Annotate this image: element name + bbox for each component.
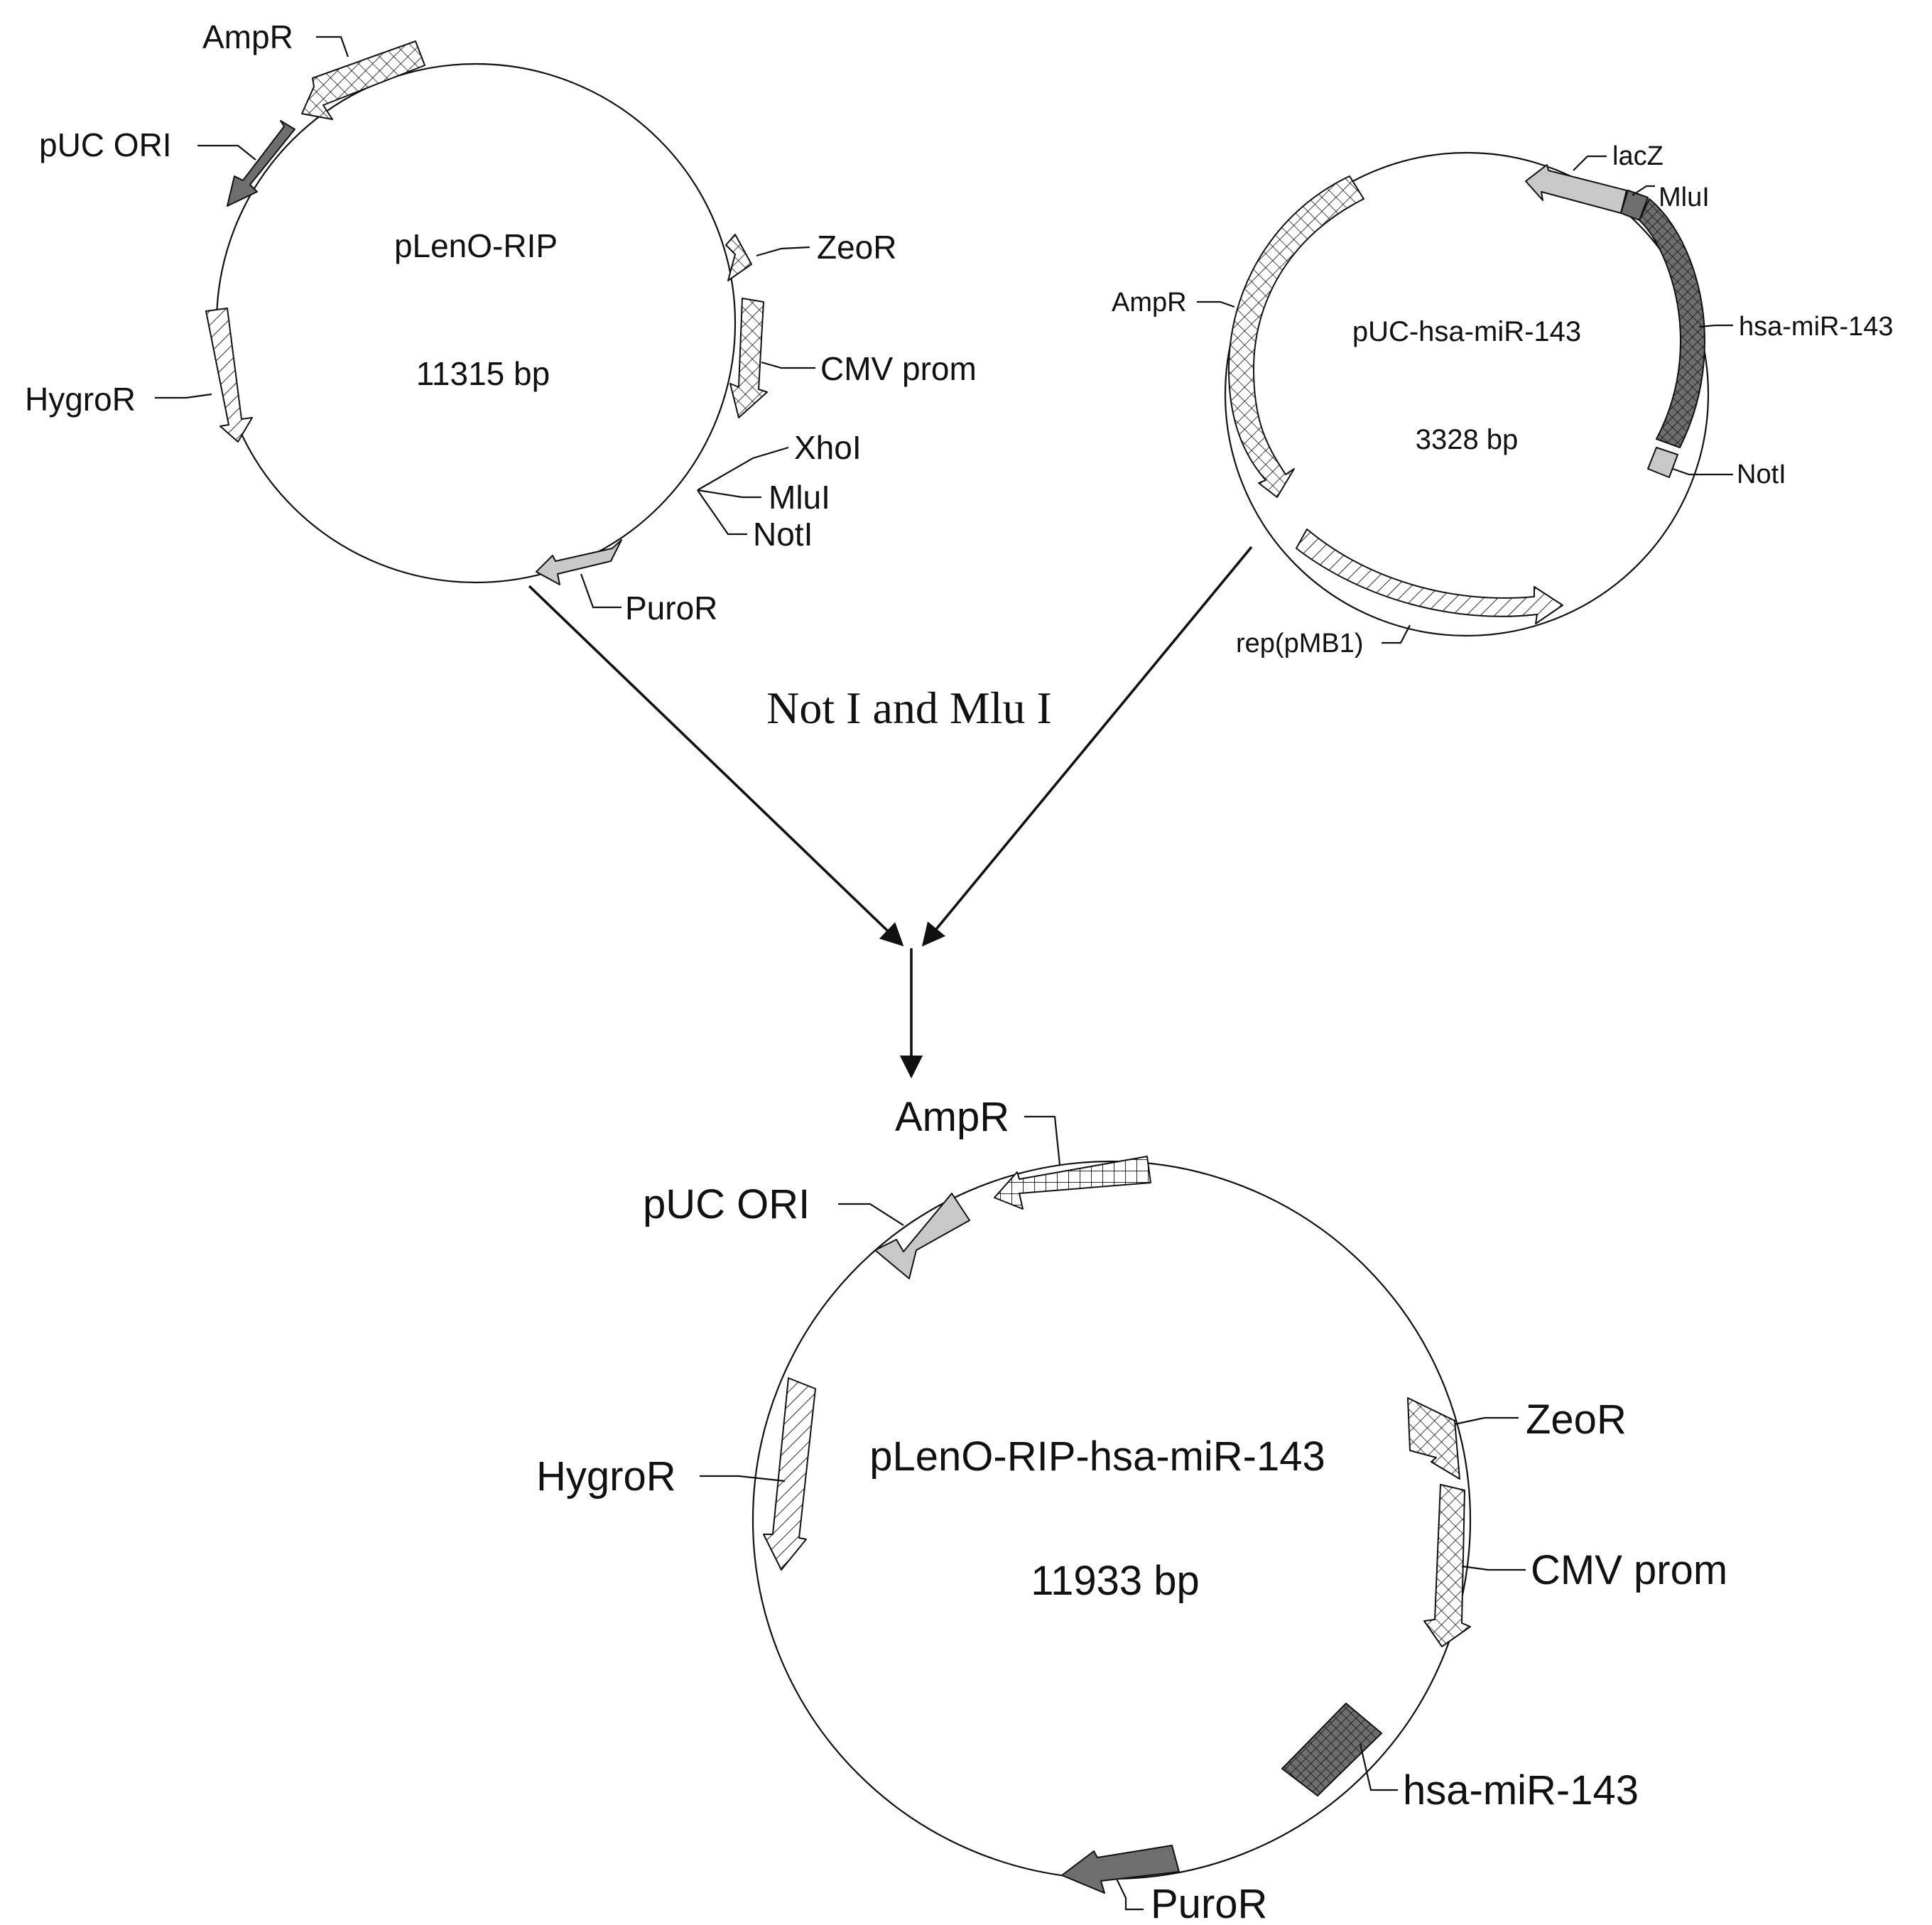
vector-puror-feature — [536, 539, 622, 585]
vector-xhoi-label: XhoI — [794, 429, 862, 466]
donor-to-product-arrow — [921, 546, 1253, 947]
donor-rep-feature — [1296, 528, 1563, 624]
vector-mlui-leader — [697, 489, 761, 499]
product-mir-feature — [1281, 1703, 1382, 1796]
product-ampr-leader — [1024, 1115, 1061, 1166]
vector-hygror-leader — [155, 393, 212, 399]
vector-puror-label: PuroR — [625, 590, 717, 627]
product-mir-label: hsa-miR-143 — [1403, 1767, 1639, 1813]
plasmid-donor: pUC-hsa-miR-143 3328 bp lacZ MluI AmpR h… — [1112, 141, 1894, 658]
donor-noti-label: NotI — [1737, 460, 1786, 489]
vector-zeor-label: ZeoR — [817, 229, 896, 266]
donor-lacz-label: lacZ — [1612, 141, 1664, 171]
vector-noti-label: NotI — [753, 516, 813, 553]
product-ampr-label: AmpR — [895, 1094, 1009, 1140]
donor-ampr-label: AmpR — [1112, 288, 1187, 318]
product-puc-ori-leader — [838, 1203, 904, 1226]
donor-rep-leader — [1382, 624, 1411, 644]
product-cmv-label: CMV prom — [1531, 1547, 1727, 1593]
donor-lacz-leader — [1573, 155, 1607, 171]
product-puror-leader — [1116, 1878, 1144, 1911]
plasmid-product: pLenO-RIP-hsa-miR-143 11933 bp AmpR pUC … — [536, 1094, 1727, 1925]
vector-cmv-leader — [761, 361, 815, 369]
donor-noti-feature — [1647, 447, 1678, 478]
product-zeor-feature — [1407, 1397, 1460, 1480]
product-puc-ori-label: pUC ORI — [643, 1181, 810, 1227]
donor-mir-label: hsa-miR-143 — [1739, 312, 1894, 342]
vector-ampr-leader — [316, 36, 349, 58]
product-hygror-feature — [763, 1377, 816, 1571]
product-puror-label: PuroR — [1151, 1881, 1267, 1925]
donor-rep-label: rep(pMB1) — [1236, 629, 1364, 658]
product-ampr-feature — [994, 1156, 1151, 1210]
donor-lacz-feature — [1525, 164, 1627, 214]
donor-mlui-label: MluI — [1659, 183, 1710, 212]
vector-cmv-label: CMV prom — [820, 350, 977, 387]
product-hygror-label: HygroR — [536, 1453, 676, 1500]
donor-ampr-feature — [1228, 175, 1364, 498]
product-mir-leader — [1359, 1743, 1398, 1791]
product-backbone — [751, 1160, 1472, 1880]
digest-flow: Not I and Mlu I — [528, 546, 1253, 1079]
product-cmv-feature — [1423, 1484, 1471, 1647]
donor-mlui-leader — [1632, 185, 1655, 196]
plasmid-vector: pLenO-RIP 11315 bp AmpR pUC ORI ZeoR CMV… — [25, 18, 977, 627]
product-cmv-leader — [1461, 1565, 1526, 1571]
vector-backbone — [215, 63, 737, 584]
vector-ampr-feature — [301, 40, 425, 120]
donor-mir-leader — [1698, 324, 1733, 328]
product-puror-feature — [1061, 1845, 1180, 1894]
product-name: pLenO-RIP-hsa-miR-143 — [869, 1433, 1325, 1480]
product-size: 11933 bp — [1031, 1558, 1200, 1604]
donor-size: 3328 bp — [1416, 424, 1519, 455]
donor-ampr-leader — [1197, 300, 1235, 308]
product-puc-ori-feature — [874, 1193, 970, 1279]
vector-hygror-label: HygroR — [25, 381, 136, 418]
product-hygror-leader — [700, 1475, 786, 1482]
product-zeor-label: ZeoR — [1526, 1397, 1627, 1443]
donor-mir-feature — [1639, 198, 1705, 448]
vector-puc-ori-feature — [227, 120, 295, 207]
vector-zeor-feature — [725, 234, 752, 281]
vector-xhoi-leader — [697, 446, 789, 491]
donor-name: pUC-hsa-miR-143 — [1352, 316, 1581, 347]
vector-hygror-feature — [205, 308, 253, 443]
vector-zeor-leader — [756, 246, 810, 257]
vector-ampr-label: AmpR — [202, 18, 293, 55]
digest-label: Not I and Mlu I — [766, 683, 1052, 733]
vector-size: 11315 bp — [416, 355, 550, 392]
product-zeor-leader — [1454, 1416, 1519, 1426]
vector-mlui-label: MluI — [769, 479, 830, 516]
vector-puc-ori-label: pUC ORI — [39, 126, 172, 163]
vector-to-product-arrow — [528, 585, 904, 947]
vector-puc-ori-leader — [197, 144, 256, 161]
vector-name: pLenO-RIP — [394, 227, 558, 264]
vector-puror-leader — [580, 573, 622, 609]
vector-cmv-feature — [729, 298, 768, 418]
vector-noti-leader — [697, 489, 747, 536]
donor-backbone — [1224, 151, 1710, 637]
donor-noti-leader — [1672, 467, 1733, 476]
